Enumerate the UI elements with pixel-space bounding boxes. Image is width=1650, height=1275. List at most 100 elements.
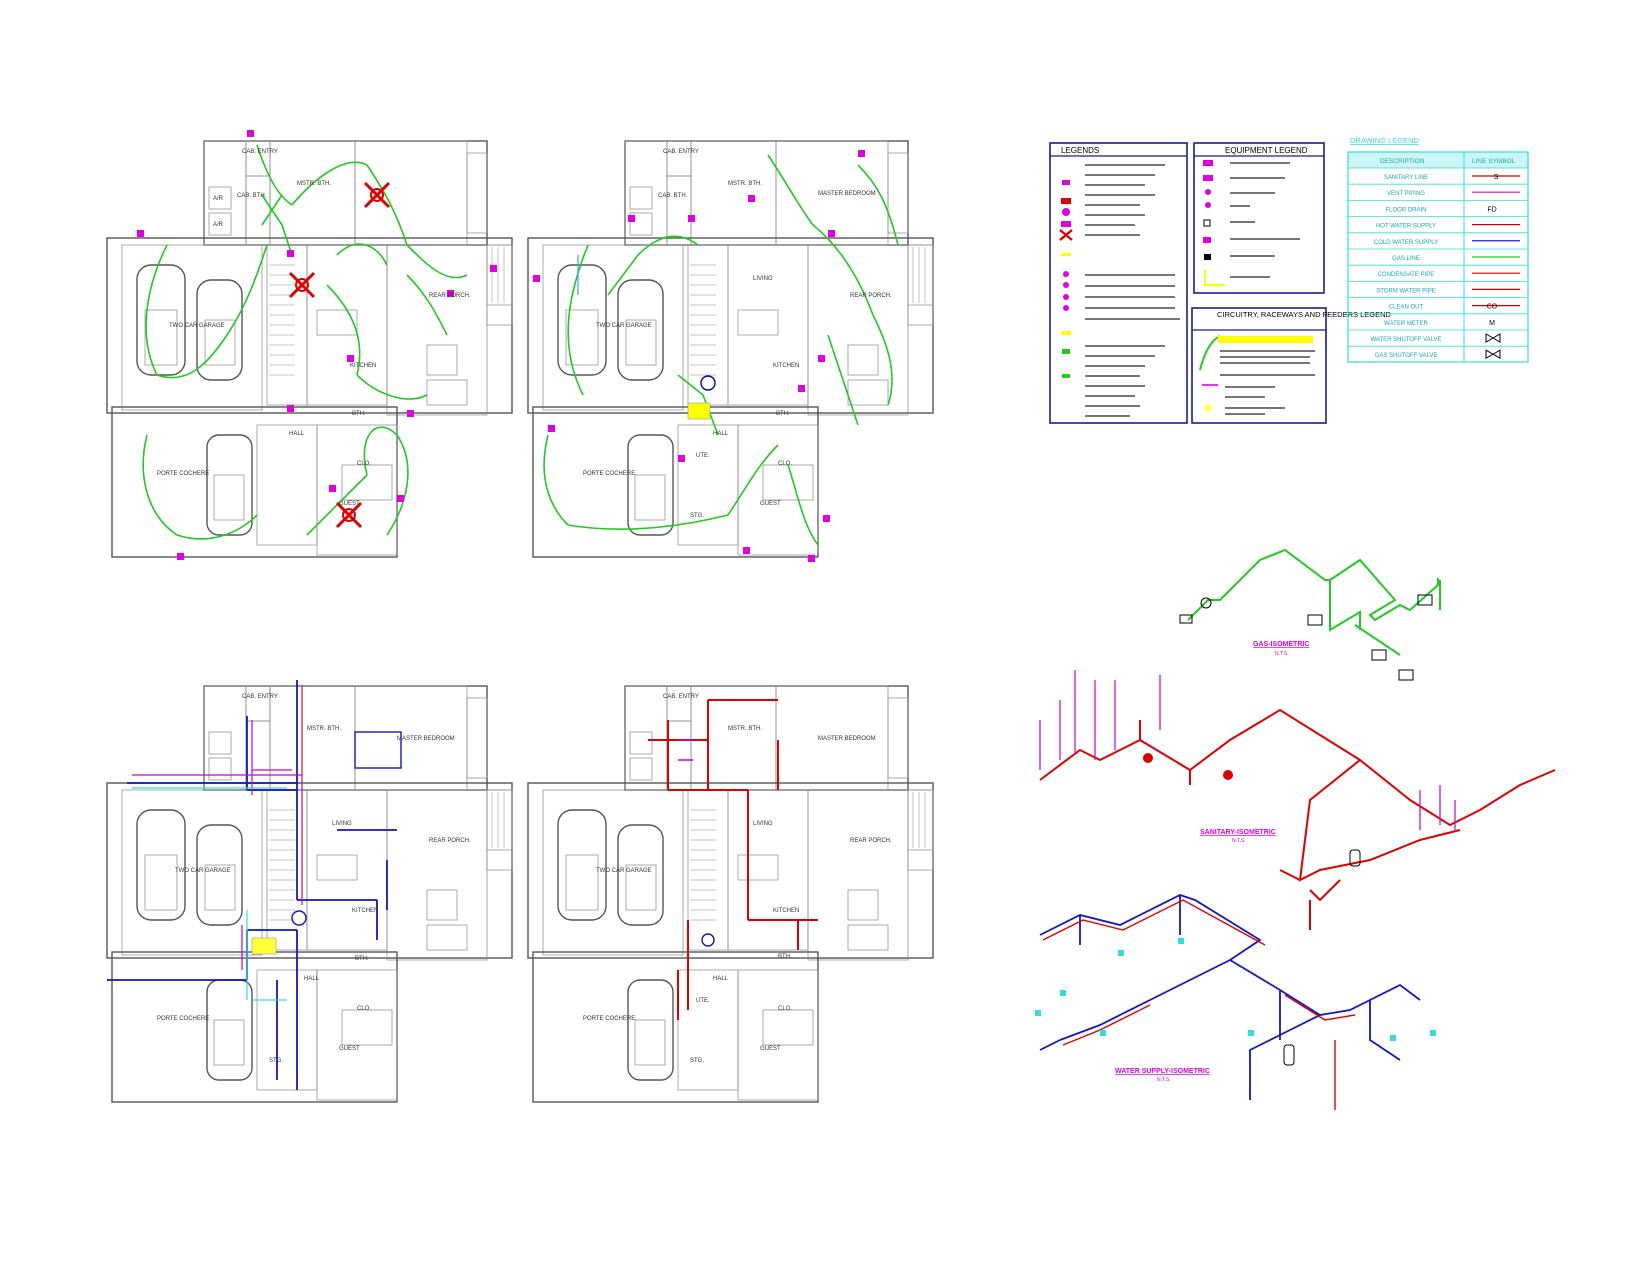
room-label: CLO. bbox=[357, 461, 371, 467]
room-label: CAB. ENTRY bbox=[663, 149, 699, 155]
room-label: TWO CAR GARAGE bbox=[596, 868, 652, 874]
valve-icon bbox=[1485, 349, 1501, 360]
water-isometric-scale: N.T.S. bbox=[1157, 1077, 1171, 1083]
meter-icon bbox=[291, 910, 307, 926]
equipment-legend-box: EQUIPMENT LEGEND bbox=[1193, 142, 1325, 294]
sanitary-plan: CAB. ENTRY MSTR. BTH. MASTER BEDROOM LIV… bbox=[527, 685, 934, 1103]
room-label: GUEST bbox=[760, 1046, 781, 1052]
room-label: MSTR. BTH. bbox=[728, 181, 762, 187]
sanitary-isometric-title: SANITARY-ISOMETRIC bbox=[1200, 829, 1276, 836]
legend-row-label: STORM WATER PIPE bbox=[1376, 288, 1436, 294]
room-label: CLO. bbox=[778, 1006, 792, 1012]
room-label: REAR PORCH. bbox=[429, 293, 471, 299]
room-label: PORTE COCHERE bbox=[157, 1016, 209, 1022]
room-label: HALL bbox=[713, 976, 729, 982]
room-label: A/R bbox=[213, 222, 224, 228]
drawing-legend-table: DRAWING LEGEND DESCRIPTION LINE SYMBOL S… bbox=[1347, 136, 1529, 363]
legend-row-label: SANITARY LINE bbox=[1384, 175, 1428, 181]
legend-row-label: GAS SHUTOFF VALVE bbox=[1375, 353, 1438, 359]
legend-rows: SANITARY LINE S VENT PIPING FLOOR DRAIN FD HO… bbox=[1348, 167, 1528, 360]
room-label: LIVING bbox=[753, 821, 773, 827]
room-label: STG. bbox=[269, 1058, 283, 1064]
room-label: PORTE COCHERE bbox=[583, 1016, 635, 1022]
gas-isometric-scale: N.T.S. bbox=[1275, 651, 1289, 657]
room-label: CAB. ENTRY bbox=[242, 149, 278, 155]
room-label: MSTR. BTH. bbox=[297, 181, 331, 187]
circuitry-legend-box: CIRCUITRY, RACEWAYS AND FEEDERS LEGEND bbox=[1191, 307, 1392, 424]
room-label: PORTE COCHERE bbox=[583, 471, 635, 477]
legend-row-symbol: S bbox=[1494, 174, 1499, 181]
legend-row-label: COLD WATER SUPPLY bbox=[1374, 240, 1438, 246]
room-label: REAR PORCH. bbox=[850, 293, 892, 299]
water-isometric-title: WATER SUPPLY-ISOMETRIC bbox=[1115, 1068, 1210, 1075]
room-label: STG. bbox=[690, 1058, 704, 1064]
equipment-legend-title: EQUIPMENT LEGEND bbox=[1225, 146, 1308, 155]
circuitry-legend-title: CIRCUITRY, RACEWAYS AND FEEDERS LEGEND bbox=[1217, 310, 1392, 319]
room-label: GUEST bbox=[339, 501, 360, 507]
room-label: UTE. bbox=[696, 998, 710, 1004]
room-label: KITCHEN bbox=[773, 908, 799, 914]
room-label: LIVING bbox=[753, 276, 773, 282]
room-label: KITCHEN bbox=[350, 363, 376, 369]
electrical-plan-1: CAB. ENTRY MSTR. BTH. CAB. BTH. A/R A/R … bbox=[106, 130, 513, 560]
room-label: HALL bbox=[713, 431, 729, 437]
sanitary-isometric-scale: N.T.S. bbox=[1232, 838, 1246, 844]
room-label: A/R bbox=[213, 196, 224, 202]
room-label: MSTR. BTH. bbox=[728, 726, 762, 732]
room-label: CAB. BTH. bbox=[658, 193, 688, 199]
legend-row-label: HOT WATER SUPPLY bbox=[1376, 224, 1436, 230]
sanitary-isometric: SANITARY-ISOMETRIC N.T.S. bbox=[1039, 670, 1556, 930]
electrical-plan-2: CAB. ENTRY MSTR. BTH. MASTER BEDROOM CAB… bbox=[527, 140, 934, 562]
room-label: KITCHEN bbox=[773, 363, 799, 369]
room-label: GUEST bbox=[760, 501, 781, 507]
panel-icon bbox=[251, 937, 277, 955]
room-label: CLO. bbox=[357, 1006, 371, 1012]
legends-box: LEGENDS bbox=[1049, 142, 1188, 424]
room-label: REAR PORCH. bbox=[429, 838, 471, 844]
room-label: CAB. ENTRY bbox=[663, 694, 699, 700]
room-label: HALL bbox=[304, 976, 320, 982]
room-label: TWO CAR GARAGE bbox=[596, 323, 652, 329]
gas-isometric-title: GAS-ISOMETRIC bbox=[1253, 641, 1309, 648]
room-label: CAB. ENTRY bbox=[242, 694, 278, 700]
legend-row-label: WATER METER bbox=[1384, 321, 1428, 327]
room-label: HALL bbox=[289, 431, 305, 437]
meter-icon bbox=[700, 375, 716, 391]
room-label: BTH. bbox=[352, 411, 366, 417]
legend-row-symbol: FD bbox=[1487, 206, 1496, 213]
room-label: PORTE COCHERE bbox=[157, 471, 209, 477]
ceiling-fan-icon bbox=[335, 501, 363, 529]
water-supply-isometric: WATER SUPPLY-ISOMETRIC N.T.S. bbox=[1035, 894, 1436, 1110]
room-label: MASTER BEDROOM bbox=[818, 736, 876, 742]
legend-row-label: FLOOR DRAIN bbox=[1385, 207, 1426, 213]
room-label: TWO CAR GARAGE bbox=[169, 323, 225, 329]
room-label: UTE. bbox=[696, 453, 710, 459]
legend-row-label: VENT PIPING bbox=[1387, 191, 1425, 197]
legend-row-label: CONDENSATE PIPE bbox=[1378, 272, 1435, 278]
water-supply-plan: CAB. ENTRY MSTR. BTH. MASTER BEDROOM LIV… bbox=[106, 680, 513, 1103]
legend-row-symbol: CO bbox=[1487, 304, 1498, 311]
panel-icon bbox=[687, 402, 711, 420]
room-label: STG. bbox=[690, 513, 704, 519]
drawing-legend-title: DRAWING LEGEND bbox=[1350, 136, 1419, 145]
room-label: MSTR. BTH. bbox=[307, 726, 341, 732]
meter-icon bbox=[701, 933, 715, 947]
room-label: CAB. BTH. bbox=[237, 193, 267, 199]
room-label: BTH. bbox=[355, 956, 369, 962]
valve-icon bbox=[1485, 333, 1501, 343]
electrical-fixtures bbox=[137, 130, 497, 560]
legend-row-label: WATER SHUTOFF VALVE bbox=[1370, 337, 1441, 343]
gas-isometric: GAS-ISOMETRIC N.T.S. bbox=[1179, 548, 1441, 681]
col-description: DESCRIPTION bbox=[1380, 158, 1425, 165]
room-label: CLO. bbox=[778, 461, 792, 467]
room-label: MASTER BEDROOM bbox=[818, 191, 876, 197]
room-label: TWO CAR GARAGE bbox=[175, 868, 231, 874]
ceiling-fan-icon bbox=[363, 181, 391, 209]
legends-title: LEGENDS bbox=[1061, 146, 1099, 155]
room-label: KITCHEN bbox=[352, 908, 378, 914]
electrical-fixtures bbox=[533, 150, 865, 562]
legend-row-symbol: M bbox=[1489, 320, 1495, 327]
legend-row-label: CLEAN OUT bbox=[1389, 305, 1424, 311]
legend-row-label: GAS LINE bbox=[1392, 256, 1420, 262]
